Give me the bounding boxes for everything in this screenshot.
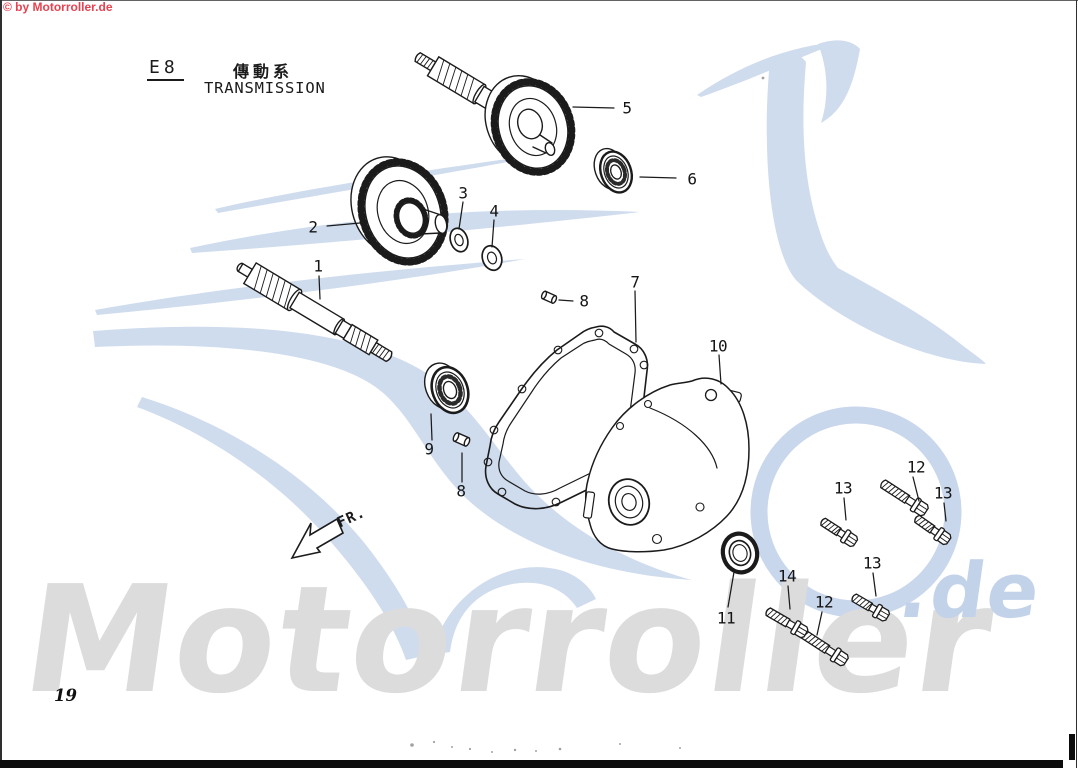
scan-tick-right: [1069, 734, 1075, 760]
callout-3-washer: 3: [458, 183, 468, 203]
callout-1-input-shaft: 1: [313, 256, 323, 276]
section-code: E8: [147, 57, 184, 81]
callout-13b-bolt: 13: [933, 483, 953, 503]
washer-3-drawing: [449, 227, 469, 253]
callout-7-gasket: 7: [630, 272, 640, 292]
scan-speckles: [410, 76, 765, 753]
fr-direction-arrow: [290, 517, 345, 560]
callout-8b-dowel-pin: 8: [456, 481, 466, 501]
callout-8a-dowel-pin: 8: [579, 291, 589, 311]
section-title-english: TRANSMISSION: [204, 79, 326, 97]
rear-wheel-ring: [750, 406, 962, 618]
scan-edge-left: [0, 0, 2, 768]
callout-13c-bolt: 13: [862, 553, 882, 573]
scan-edge-top: [0, 0, 1078, 1]
callout-6-bearing: 6: [687, 169, 697, 189]
body-swoosh: [93, 326, 692, 580]
bolt-13b-drawing: [911, 511, 954, 548]
speed-line-3: [95, 259, 525, 315]
oil-seal-drawing: [720, 531, 760, 575]
washer-4-drawing: [481, 244, 503, 272]
callout-2-counter-gear: 2: [308, 217, 318, 237]
front-fork-swoosh: [137, 397, 428, 660]
callout-10-cover: 10: [708, 336, 728, 356]
bolt-13c-drawing: [848, 590, 892, 624]
copyright-notice: © by Motorroller.de: [3, 0, 113, 14]
leader-lines: [318, 106, 947, 636]
callout-4-washer: 4: [489, 201, 499, 221]
scan-bar-bottom: [0, 760, 1063, 768]
bearing-6-drawing: [593, 147, 634, 194]
bearing-9-drawing: [423, 362, 470, 415]
counter-gear-drawing: [350, 156, 449, 266]
callout-9-bearing: 9: [424, 439, 434, 459]
page-number: 19: [54, 686, 77, 705]
bolt-14-drawing: [762, 603, 811, 641]
callout-12b-bolt: 12: [814, 592, 834, 612]
handlebar-wing: [697, 42, 840, 97]
callout-11-oil-seal: 11: [716, 608, 736, 628]
handlebar-hook: [818, 40, 860, 123]
rider-leg-swoosh: [766, 53, 986, 365]
bolt-13a-drawing: [817, 514, 861, 550]
bolt-12a-drawing: [877, 475, 931, 519]
callout-12a-bolt: 12: [906, 457, 926, 477]
cover-drawing: [582, 377, 750, 553]
dowel-pin-8a-drawing: [540, 290, 558, 305]
dowel-pin-8b-drawing: [452, 431, 471, 447]
callout-5-final-gear: 5: [622, 98, 632, 118]
input-shaft-drawing: [236, 261, 393, 363]
final-gear-drawing: [484, 75, 576, 176]
front-wheel-arc: [432, 567, 596, 655]
section-title-chinese: 傳動系: [233, 62, 294, 81]
callout-14-bolt: 14: [777, 566, 797, 586]
callout-13a-bolt: 13: [833, 478, 853, 498]
scan-edge-right: [1075, 0, 1077, 768]
